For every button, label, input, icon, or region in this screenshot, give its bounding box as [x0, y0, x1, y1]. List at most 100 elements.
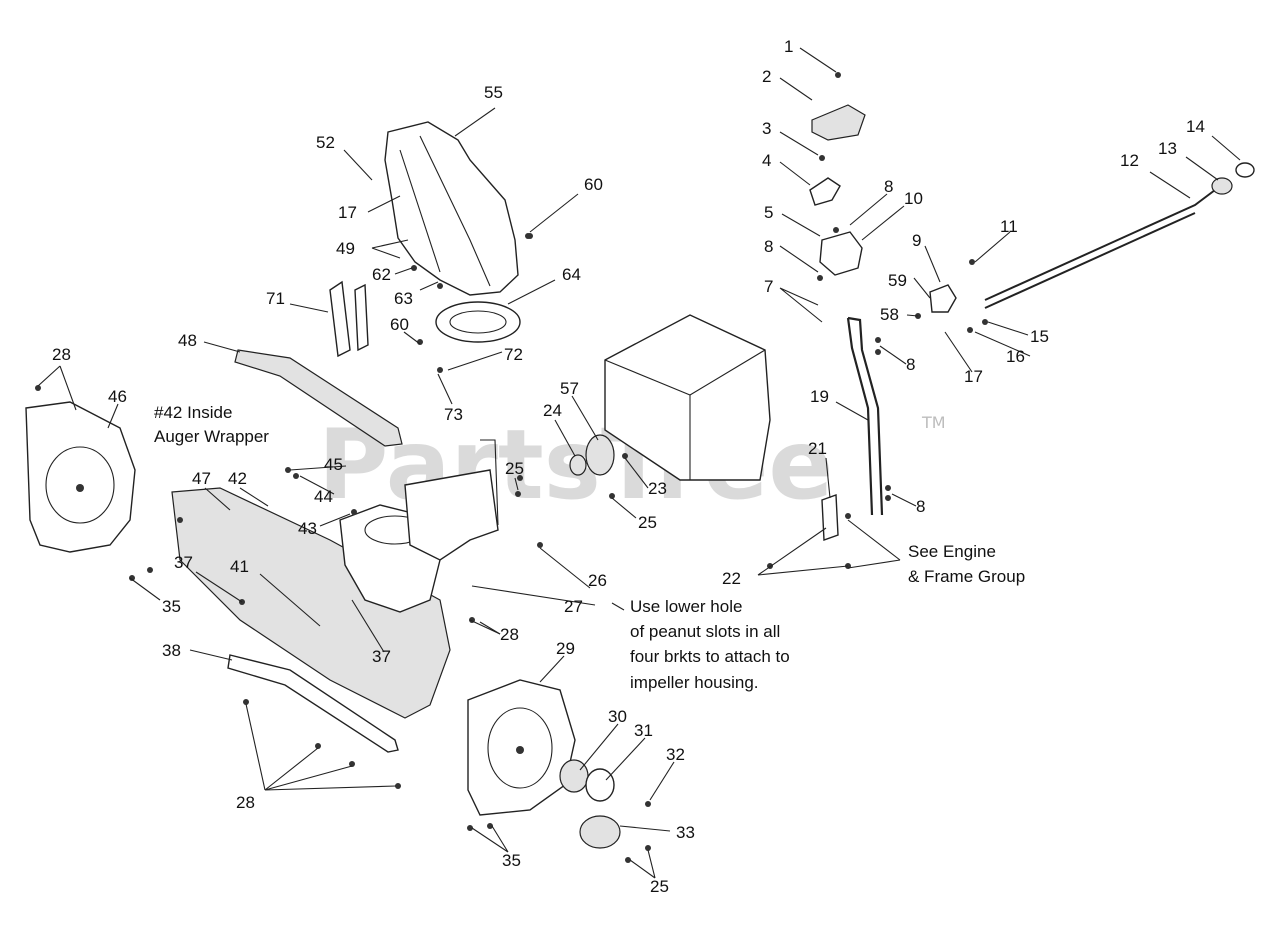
callout-63: 63	[394, 289, 413, 308]
note-inside-auger-line2: Auger Wrapper	[154, 427, 269, 446]
callout-73: 73	[444, 405, 463, 424]
note-engine-line1: See Engine	[908, 542, 996, 561]
note-lower-hole-line4: impeller housing.	[630, 673, 759, 692]
callout-47: 47	[192, 469, 211, 488]
bearing-flange	[585, 434, 615, 476]
note-inside-auger-line1: #42 Inside	[154, 403, 232, 422]
callout-2: 2	[762, 67, 771, 86]
discharge-chute	[384, 121, 519, 296]
callout-28a: 28	[52, 345, 71, 364]
callout-43: 43	[298, 519, 317, 538]
leader-lines	[37, 47, 1241, 879]
callout-44: 44	[314, 487, 333, 506]
flange-33	[579, 815, 621, 849]
callout-17b: 17	[338, 203, 357, 222]
gear-bracket	[819, 231, 863, 276]
callout-42: 42	[228, 469, 247, 488]
callout-3: 3	[762, 119, 771, 138]
crank-grip-13	[1211, 177, 1233, 195]
callout-9: 9	[912, 231, 921, 250]
callout-22: 22	[722, 569, 741, 588]
callout-8b: 8	[764, 237, 773, 256]
callout-49: 49	[336, 239, 355, 258]
callout-11: 11	[1000, 217, 1018, 236]
callout-8c: 8	[906, 355, 915, 374]
callout-12: 12	[1120, 151, 1139, 170]
control-knob	[811, 104, 866, 141]
callout-13: 13	[1158, 139, 1177, 158]
parts-drawing	[25, 72, 1255, 863]
callout-7: 7	[764, 277, 773, 296]
callout-8d: 8	[916, 497, 925, 516]
callout-19: 19	[810, 387, 829, 406]
callout-72: 72	[504, 345, 523, 364]
callout-37a: 37	[174, 553, 193, 572]
callout-31: 31	[634, 721, 653, 740]
callout-60b: 60	[390, 315, 409, 334]
callout-8a: 8	[884, 177, 893, 196]
callout-28c: 28	[236, 793, 255, 812]
callout-4: 4	[762, 151, 771, 170]
note-engine-line2: & Frame Group	[908, 567, 1025, 586]
callout-29: 29	[556, 639, 575, 658]
note-lower-hole-line1: Use lower hole	[630, 597, 742, 616]
cover-31	[585, 768, 615, 802]
notes: #42 Inside Auger Wrapper See Engine & Fr…	[154, 403, 1025, 692]
control-bracket	[809, 177, 841, 206]
callout-52: 52	[316, 133, 335, 152]
watermark-trademark: TM	[921, 413, 946, 432]
callout-35a: 35	[162, 597, 181, 616]
auger-shaft	[234, 349, 403, 447]
frame-rail	[404, 469, 499, 561]
callout-27: 27	[564, 597, 583, 616]
callout-16: 16	[1006, 347, 1025, 366]
callout-35b: 35	[502, 851, 521, 870]
callout-46: 46	[108, 387, 127, 406]
chute-bracket	[329, 280, 369, 358]
callout-14: 14	[1186, 117, 1205, 136]
callout-28b: 28	[500, 625, 519, 644]
crank-knob-14	[1235, 162, 1255, 178]
callout-45: 45	[324, 455, 343, 474]
engine-frame-box	[604, 314, 771, 481]
callout-64: 64	[562, 265, 581, 284]
callout-30: 30	[608, 707, 627, 726]
callout-37b: 37	[372, 647, 391, 666]
scraper-bar	[227, 654, 399, 753]
callout-23: 23	[648, 479, 667, 498]
callout-17a: 17	[964, 367, 983, 386]
callout-41: 41	[230, 557, 249, 576]
callout-numbers: 1 2 3 4 5 8 10 11 9 8 7 59 58 15 16 17 8…	[52, 37, 1205, 896]
callout-71: 71	[266, 289, 285, 308]
callout-1: 1	[784, 37, 793, 56]
callout-33: 33	[676, 823, 695, 842]
left-side-plate	[25, 401, 136, 553]
callout-57: 57	[560, 379, 579, 398]
callout-48: 48	[178, 331, 197, 350]
callout-58: 58	[880, 305, 899, 324]
callout-25c: 25	[650, 877, 669, 896]
auger-housing	[171, 487, 451, 719]
note-lower-hole-line2: of peanut slots in all	[630, 622, 780, 641]
callout-25b: 25	[638, 513, 657, 532]
callout-26: 26	[588, 571, 607, 590]
bracket-9	[929, 284, 957, 313]
callout-15: 15	[1030, 327, 1049, 346]
callout-10: 10	[904, 189, 923, 208]
callout-25a: 25	[505, 459, 524, 478]
callout-60a: 60	[584, 175, 603, 194]
note-lower-hole-line3: four brkts to attach to	[630, 647, 790, 666]
bearing	[569, 454, 587, 476]
callout-55: 55	[484, 83, 503, 102]
callout-24: 24	[543, 401, 562, 420]
chute-ring	[435, 301, 521, 343]
callout-32: 32	[666, 745, 685, 764]
callout-38: 38	[162, 641, 181, 660]
bracket-21	[821, 494, 839, 541]
hardware-dots	[35, 72, 988, 863]
callout-59: 59	[888, 271, 907, 290]
callout-5: 5	[764, 203, 773, 222]
callout-62: 62	[372, 265, 391, 284]
callout-21: 21	[808, 439, 827, 458]
